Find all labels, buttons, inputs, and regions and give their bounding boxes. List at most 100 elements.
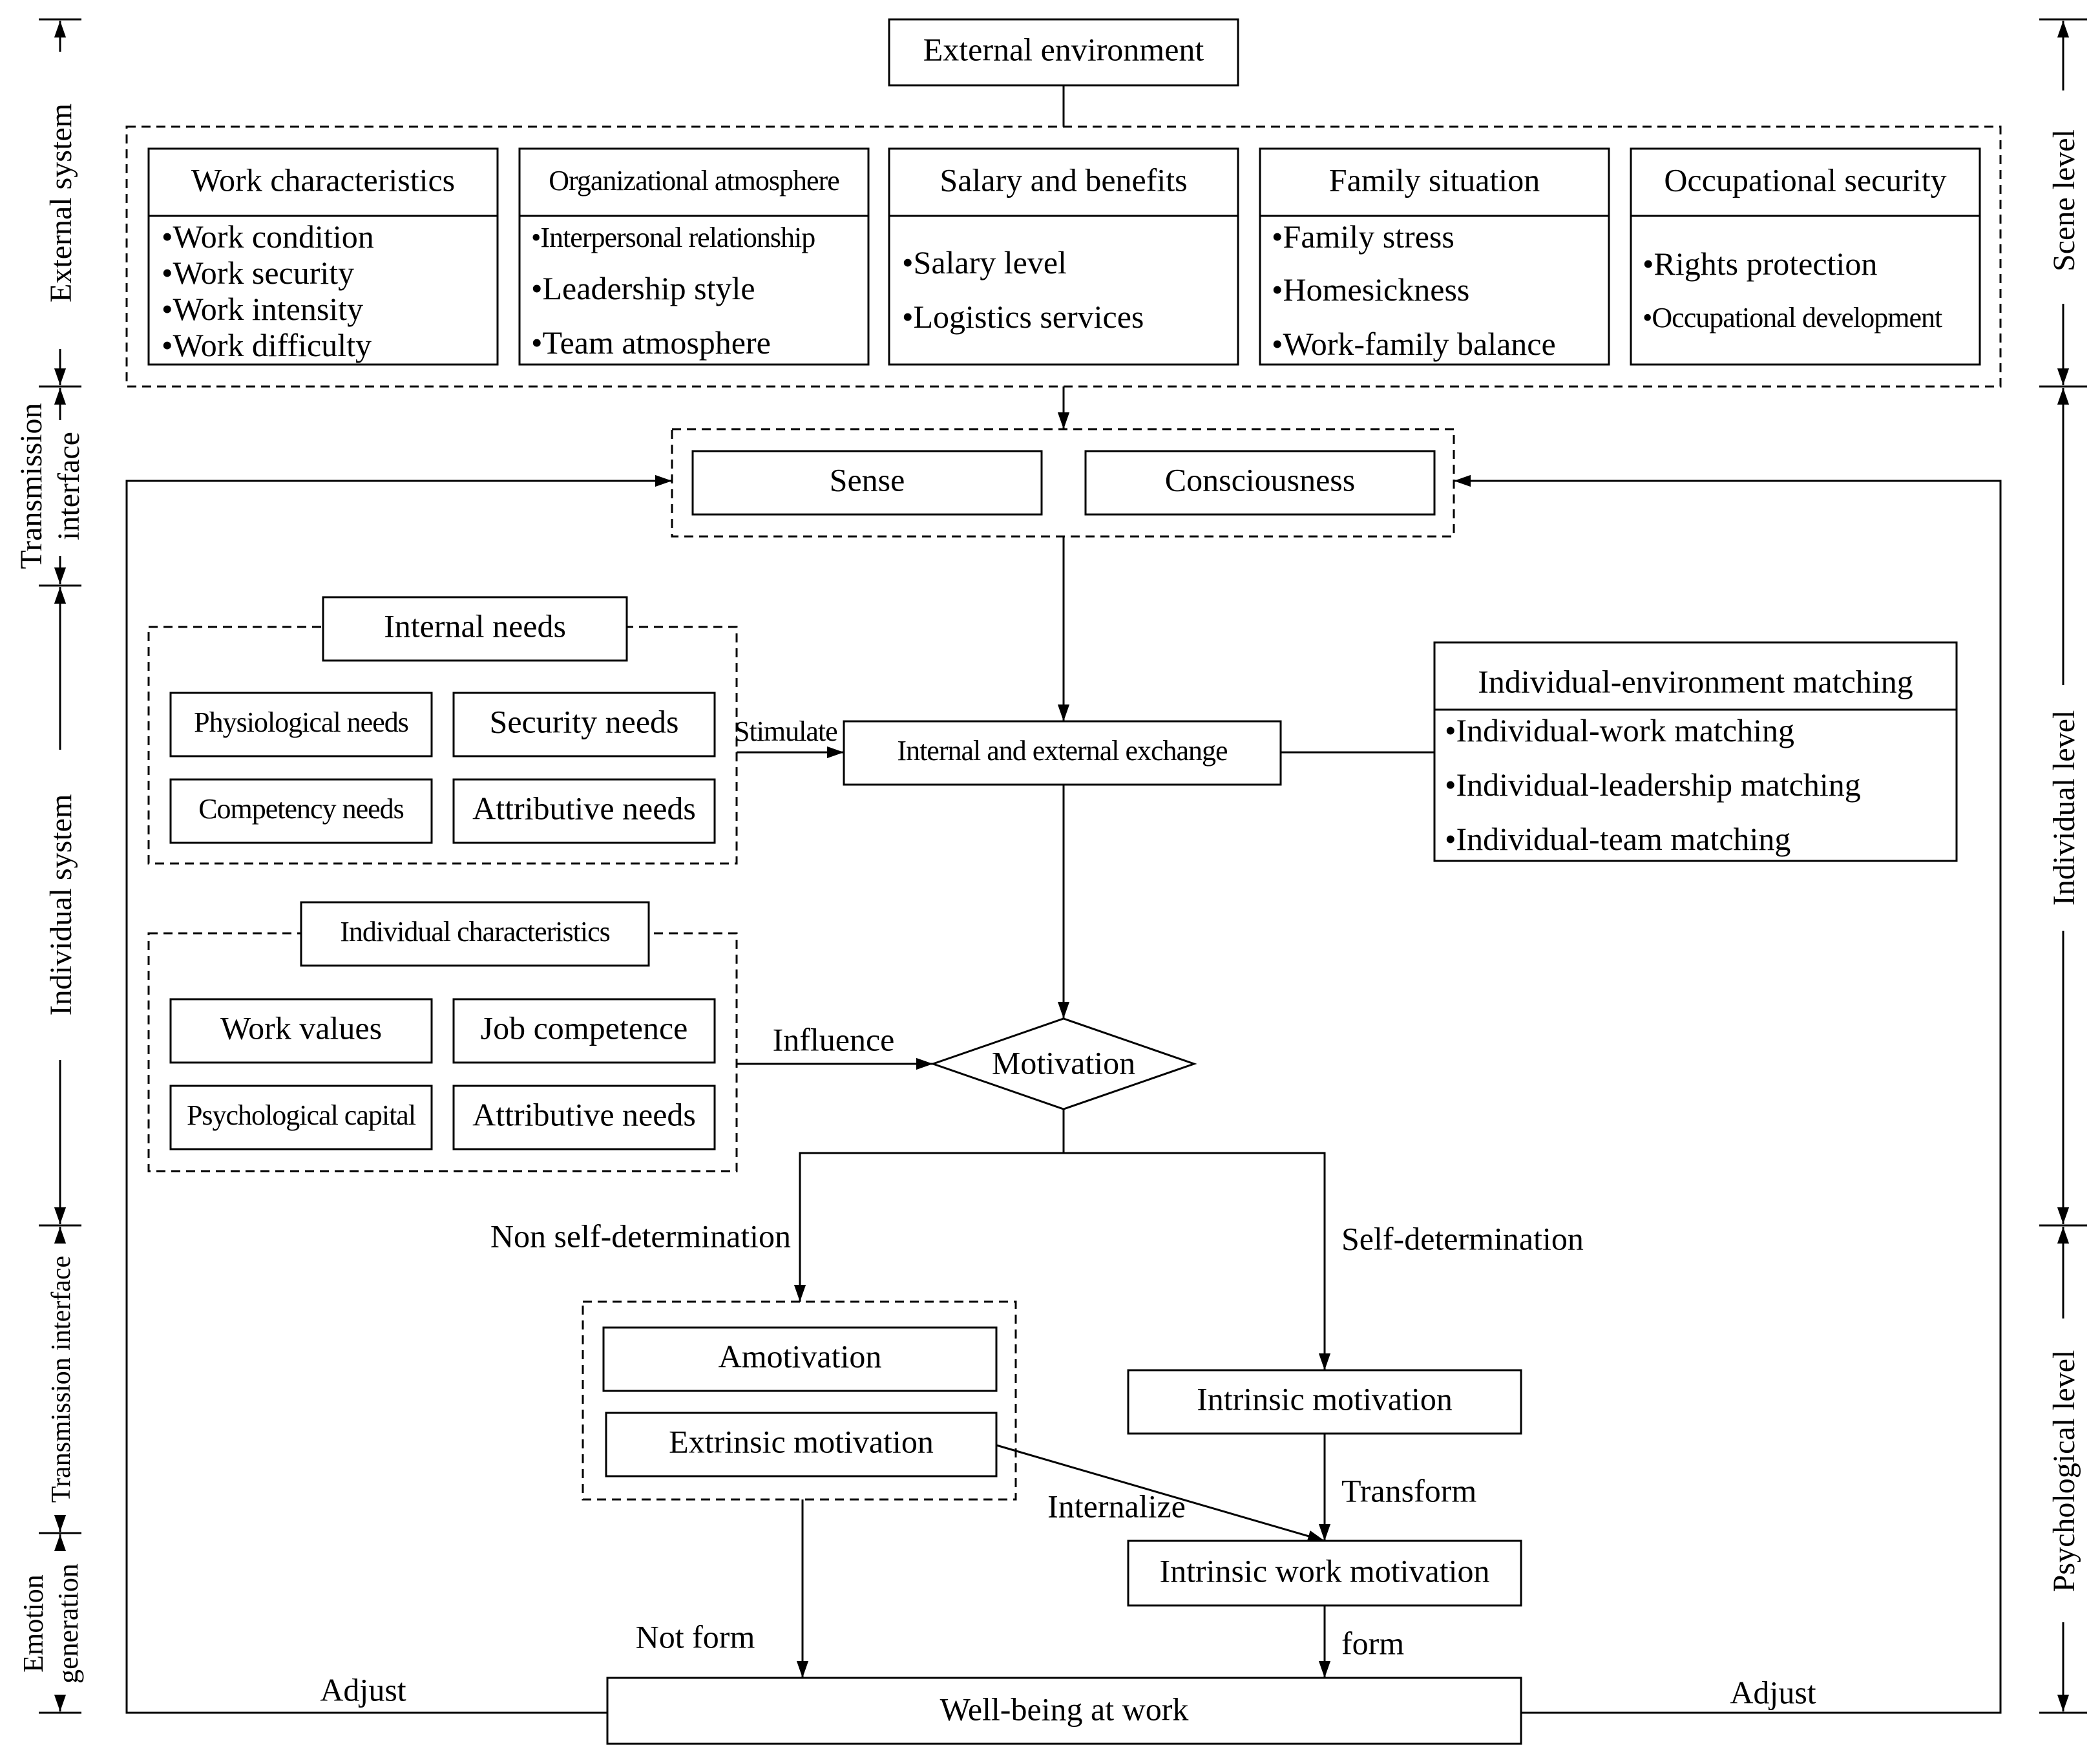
work-values-box: Work values (169, 998, 433, 1064)
adjust-right-label: Adjust (1730, 1674, 1816, 1710)
non-self-determination-branch (793, 1109, 1065, 1302)
occupational-security-title: Occupational security (1664, 162, 1946, 198)
matching-item: •Individual-work matching (1445, 712, 1794, 748)
individual-characteristics-title-box: Individual characteristics (300, 901, 650, 967)
internal-needs-title: Internal needs (384, 608, 566, 644)
non-self-determination-label: Non self-determination (490, 1218, 791, 1254)
self-determination-branch (1064, 1152, 1331, 1370)
internalize-label: Internalize (1047, 1488, 1186, 1524)
work-characteristics-title: Work characteristics (191, 162, 455, 198)
self-determination-label: Self-determination (1341, 1220, 1584, 1256)
work-values-label: Work values (220, 1010, 382, 1046)
security-needs-box: Security needs (452, 692, 716, 757)
organizational-atmosphere-item: •Interpersonal relationship (531, 222, 815, 253)
organizational-atmosphere-item: •Leadership style (531, 270, 755, 306)
transmission-interface-1-label-b: interface (52, 432, 86, 540)
individual-level-label: Individual level (2047, 710, 2081, 906)
salary-benefits-box: Salary and benefits •Salary level •Logis… (888, 147, 1239, 366)
job-competence-label: Job competence (481, 1010, 688, 1046)
salary-benefits-item: •Salary level (902, 244, 1067, 281)
security-needs-label: Security needs (490, 703, 679, 739)
sense-label: Sense (830, 461, 905, 498)
adjust-left-loop (125, 474, 672, 1714)
psychological-level-label: Psychological level (2047, 1350, 2081, 1593)
amotivation-box: Amotivation (602, 1326, 998, 1392)
physiological-needs-label: Physiological needs (194, 706, 408, 738)
transmission-interface-2-label: Transmission interface (47, 1256, 76, 1503)
job-competence-box: Job competence (452, 998, 716, 1064)
intrinsic-motivation-box: Intrinsic motivation (1127, 1369, 1522, 1435)
left-axis: External system Transmission interface I… (14, 18, 86, 1714)
attributive-needs-label: Attributive needs (472, 1096, 696, 1132)
wellbeing-box: Well-being at work (606, 1677, 1522, 1745)
adjust-left-label: Adjust (320, 1671, 406, 1708)
family-situation-item: •Family stress (1272, 218, 1454, 255)
work-characteristics-item: •Work condition (162, 218, 374, 255)
matching-item: •Individual-team matching (1445, 821, 1790, 857)
transmission-interface-1-label-a: Transmission (14, 403, 48, 569)
work-characteristics-item: •Work difficulty (162, 327, 372, 363)
salary-benefits-title: Salary and benefits (940, 162, 1187, 198)
influence-label: Influence (773, 1021, 895, 1057)
individual-characteristics-container (147, 932, 738, 1172)
stimulate-label: Stimulate (734, 715, 837, 747)
occupational-security-item: •Rights protection (1643, 246, 1877, 282)
wellbeing-label: Well-being at work (940, 1691, 1189, 1727)
form-label: form (1341, 1625, 1404, 1661)
internal-needs-title-box: Internal needs (322, 596, 628, 662)
internalize-arrow (996, 1444, 1325, 1542)
work-characteristics-box: Work characteristics •Work condition •Wo… (147, 147, 499, 366)
attributive-needs-box-2: Attributive needs (452, 1085, 716, 1150)
attributive-needs-label: Attributive needs (472, 790, 696, 826)
matching-box: Individual-environment matching •Individ… (1433, 641, 1958, 862)
motivation-diamond: Motivation (930, 1017, 1197, 1110)
exchange-label: Internal and external exchange (897, 735, 1227, 767)
competency-needs-label: Competency needs (198, 793, 404, 825)
salary-benefits-item: •Logistics services (902, 299, 1144, 335)
organizational-atmosphere-item: •Team atmosphere (531, 324, 771, 361)
individual-characteristics-title: Individual characteristics (340, 916, 609, 948)
external-system-label: External system (44, 103, 78, 302)
family-situation-item: •Work-family balance (1272, 326, 1556, 362)
family-situation-item: •Homesickness (1272, 271, 1469, 308)
not-form-label: Not form (636, 1618, 755, 1655)
sense-box: Sense (691, 450, 1043, 516)
motivation-label: Motivation (992, 1044, 1135, 1081)
work-characteristics-item: •Work intensity (162, 291, 363, 327)
emotion-generation-label-a: Emotion (17, 1574, 49, 1673)
psychological-capital-box: Psychological capital (169, 1085, 433, 1150)
internal-needs-container (147, 626, 738, 865)
intrinsic-work-motivation-box: Intrinsic work motivation (1127, 1540, 1522, 1607)
competency-needs-box: Competency needs (169, 778, 433, 844)
psychological-capital-label: Psychological capital (187, 1099, 416, 1131)
consciousness-label: Consciousness (1165, 461, 1355, 498)
non-self-motivation-container (582, 1300, 1017, 1501)
physiological-needs-box: Physiological needs (169, 692, 433, 757)
right-axis: Scene level Individual level Psychologic… (2039, 18, 2087, 1714)
adjust-right-loop (1454, 474, 2002, 1714)
consciousness-box: Consciousness (1084, 450, 1436, 516)
organizational-atmosphere-title: Organizational atmosphere (549, 165, 839, 196)
family-situation-title: Family situation (1329, 162, 1540, 198)
intrinsic-motivation-label: Intrinsic motivation (1197, 1381, 1453, 1417)
individual-system-label: Individual system (44, 794, 78, 1016)
occupational-security-item: •Occupational development (1643, 302, 1942, 334)
matching-title: Individual-environment matching (1478, 663, 1913, 699)
intrinsic-work-motivation-label: Intrinsic work motivation (1159, 1552, 1489, 1589)
family-situation-box: Family situation •Family stress •Homesic… (1259, 147, 1610, 366)
amotivation-label: Amotivation (719, 1338, 882, 1374)
extrinsic-motivation-label: Extrinsic motivation (669, 1423, 934, 1459)
transform-label: Transform (1341, 1472, 1476, 1509)
attributive-needs-box-1: Attributive needs (452, 778, 716, 844)
external-environment-box: External environment (888, 18, 1239, 87)
occupational-security-box: Occupational security •Rights protection… (1630, 147, 1981, 366)
emotion-generation-label-b: generation (52, 1563, 84, 1684)
scene-level-label: Scene level (2047, 129, 2081, 271)
matching-item: •Individual-leadership matching (1445, 767, 1861, 803)
organizational-atmosphere-box: Organizational atmosphere •Interpersonal… (518, 147, 870, 366)
work-characteristics-item: •Work security (162, 255, 354, 291)
extrinsic-motivation-box: Extrinsic motivation (605, 1412, 998, 1477)
external-environment-title: External environment (923, 31, 1204, 67)
exchange-box: Internal and external exchange (843, 720, 1282, 786)
